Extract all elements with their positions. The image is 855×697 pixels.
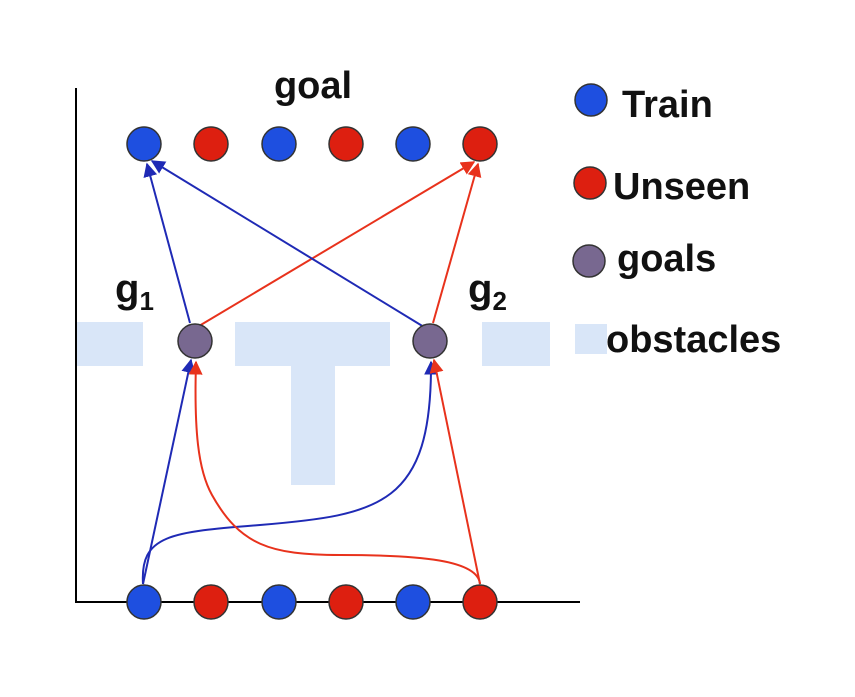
legend-goals-label: goals [617, 238, 716, 280]
top-point-unseen-3 [328, 126, 364, 162]
bottom-point-train-2 [261, 584, 297, 620]
obstacle-left [77, 322, 143, 366]
bottom-point-unseen-5 [462, 584, 498, 620]
subgoal-g1-node [177, 323, 213, 359]
obstacles [77, 322, 550, 485]
top-goal-points [126, 126, 498, 162]
bottom-point-unseen-1 [193, 584, 229, 620]
subgoal-g2-label: g2 [468, 267, 507, 316]
legend-train-label: Train [622, 84, 713, 126]
bottom-start-points [126, 584, 498, 620]
bottom-point-unseen-3 [328, 584, 364, 620]
legend-obstacles-label: obstacles [606, 319, 781, 361]
path-g1-top0 [143, 162, 191, 324]
legend: Train Unseen goals obstacles [572, 83, 781, 361]
legend-train-icon [574, 83, 608, 117]
legend-unseen-icon [573, 166, 607, 200]
top-point-unseen-5 [462, 126, 498, 162]
obstacle-right [482, 322, 550, 366]
path-bottom0-g2 [141, 360, 439, 585]
path-bottom5-g2 [429, 358, 481, 585]
top-point-train-0 [126, 126, 162, 162]
path-g1-top5 [198, 161, 476, 327]
path-bottom0-g1 [142, 358, 196, 585]
path-bottom5-g1 [188, 360, 481, 585]
subgoal-g2-node [412, 323, 448, 359]
path-g2-top0 [150, 160, 425, 328]
bottom-point-train-4 [395, 584, 431, 620]
top-point-unseen-1 [193, 126, 229, 162]
goal-title: goal [274, 65, 352, 107]
legend-goals-icon [572, 244, 606, 278]
top-point-train-4 [395, 126, 431, 162]
top-point-train-2 [261, 126, 297, 162]
legend-unseen-label: Unseen [613, 166, 750, 208]
obstacle-center-stem [291, 322, 335, 485]
bottom-point-train-0 [126, 584, 162, 620]
legend-obstacles-icon [575, 324, 607, 354]
paths [141, 160, 482, 585]
path-g2-top5 [432, 162, 482, 324]
subgoal-g1-label: g1 [115, 267, 154, 316]
